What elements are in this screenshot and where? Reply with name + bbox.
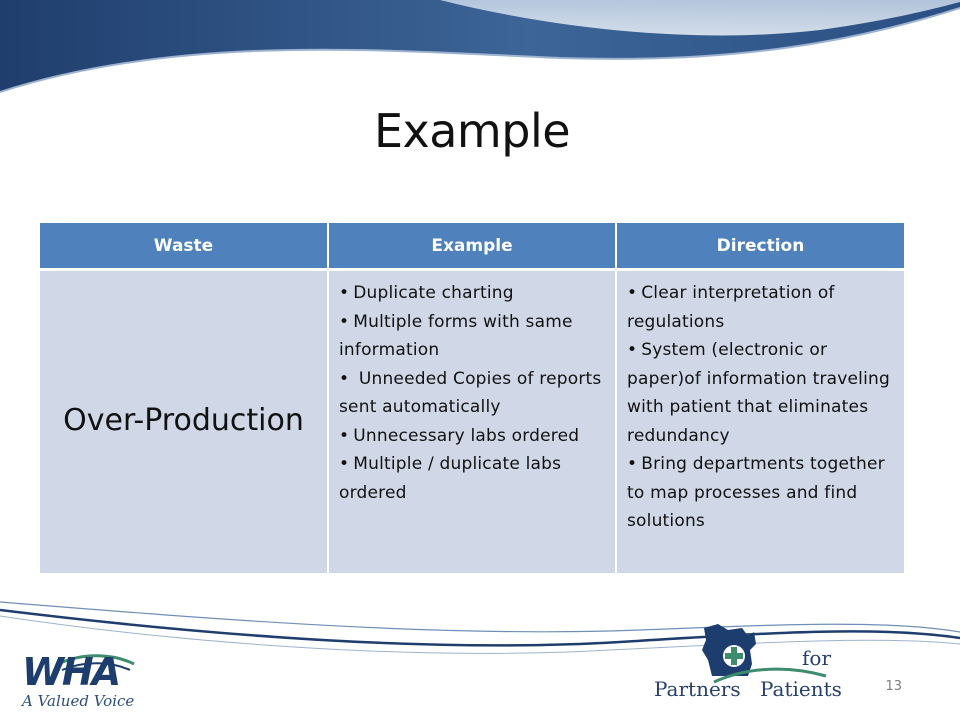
wha-tagline: A Valued Voice (22, 692, 135, 710)
direction-text: System (electronic or paper)of informati… (627, 340, 890, 446)
example-text: Duplicate charting (353, 283, 514, 303)
bullet-icon: • (627, 340, 638, 360)
wisconsin-map-icon (702, 624, 756, 676)
list-item: • Unneeded Copies of reports sent automa… (339, 365, 607, 422)
example-cell: •Duplicate charting •Multiple forms with… (328, 269, 617, 573)
pfp-patients-text: Patients (760, 677, 842, 701)
bullet-icon: • (627, 283, 638, 303)
bullet-icon: • (627, 454, 638, 474)
list-item: •Multiple / duplicate labs ordered (339, 450, 607, 507)
direction-cell: •Clear interpretation of regulations •Sy… (616, 269, 904, 573)
pfp-swoosh-icon (713, 667, 827, 684)
slide-title: Example (373, 104, 571, 158)
table-row: Over-Production •Duplicate charting •Mul… (40, 269, 904, 573)
example-text: Multiple forms with same information (339, 311, 573, 361)
example-text: Unneeded Copies of reports sent automati… (339, 368, 602, 418)
pfp-for-text: for (802, 646, 832, 670)
bullet-icon: • (339, 425, 350, 446)
header-direction: Direction (616, 223, 904, 271)
waste-cell: Over-Production (40, 269, 329, 573)
wha-logo-mark: WHA (22, 650, 121, 694)
bullet-icon: • (339, 454, 350, 474)
list-item: •Duplicate charting (339, 279, 607, 308)
direction-text: Bring departments together to map proces… (627, 454, 885, 531)
wha-swoosh-icon (57, 654, 135, 671)
list-item: •Clear interpretation of regulations (627, 279, 896, 336)
page-number: 13 (885, 679, 902, 694)
list-item: •Unnecessary labs ordered (339, 422, 607, 451)
bullet-icon: • (339, 368, 350, 389)
top-swoosh-decoration (0, 0, 960, 93)
waste-table: Waste Example Direction Over-Production … (40, 223, 904, 573)
table-header-row: Waste Example Direction (40, 223, 904, 271)
bullet-icon: • (339, 283, 350, 303)
direction-text: Clear interpretation of regulations (627, 283, 835, 332)
example-text: Unnecessary labs ordered (353, 425, 580, 446)
header-example: Example (328, 223, 617, 271)
header-waste: Waste (40, 223, 329, 271)
example-text: Multiple / duplicate labs ordered (339, 454, 562, 503)
list-item: •Multiple forms with same information (339, 308, 607, 365)
list-item: •System (electronic or paper)of informat… (627, 336, 896, 450)
list-item: •Bring departments together to map proce… (627, 450, 896, 536)
example-list: •Duplicate charting •Multiple forms with… (329, 271, 615, 507)
bullet-icon: • (339, 311, 350, 332)
partners-for-patients-logo: for Partners Patients (650, 620, 850, 715)
direction-list: •Clear interpretation of regulations •Sy… (617, 271, 904, 536)
wha-logo: WHA A Valued Voice (14, 650, 144, 714)
pfp-partners-text: Partners (654, 677, 741, 701)
bottom-swoosh-decoration (0, 601, 960, 654)
